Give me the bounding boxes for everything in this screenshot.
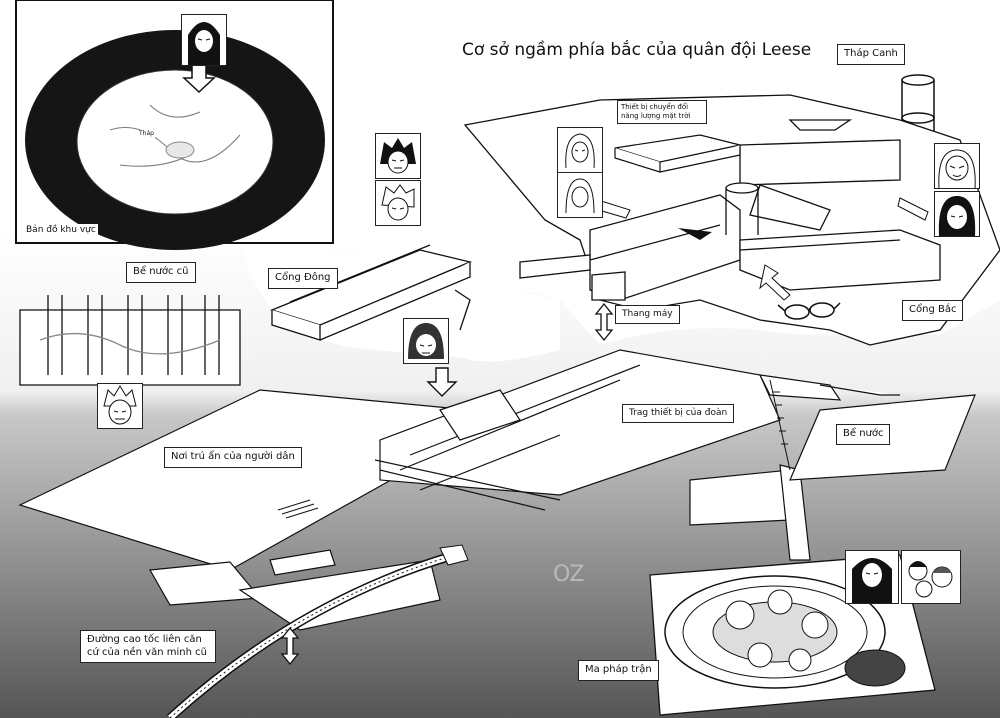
character-portrait-icon	[375, 180, 421, 226]
character-portrait-icon	[901, 550, 961, 604]
up-down-arrow-icon	[280, 626, 300, 666]
up-down-arrow-icon	[594, 302, 614, 342]
water-tank-label: Bể nước	[836, 424, 891, 445]
character-portrait-icon	[557, 127, 603, 173]
down-arrow-icon	[678, 228, 712, 240]
character-portrait-icon	[97, 383, 143, 429]
old-water-tank-drawing	[19, 295, 241, 386]
solar-converter-label: Thiết bị chuyển đổi năng lượng mặt trời	[617, 100, 707, 124]
civilian-shelter-label: Nơi trú ẩn của người dân	[164, 447, 302, 468]
glasses-icon	[777, 302, 841, 320]
page-title: Cơ sở ngầm phía bắc của quân đội Leese	[462, 40, 812, 60]
pointer-arrow-icon	[897, 197, 929, 221]
character-portrait-icon	[934, 191, 980, 237]
character-portrait-icon	[934, 143, 980, 189]
underground-tunnels	[18, 349, 976, 631]
watch-tower-label: Tháp Canh	[837, 44, 905, 65]
inset-area-map	[15, 0, 334, 250]
pointer-arrow-icon	[759, 264, 791, 301]
watermark: OZ	[553, 562, 584, 587]
old-highway-drawing	[166, 544, 469, 718]
squad-equipment-label: Trag thiết bị của đoàn	[622, 404, 735, 424]
character-portrait-icon	[181, 14, 227, 66]
down-arrow-icon	[426, 367, 458, 397]
east-gate-label: Cổng Đông	[268, 268, 338, 289]
north-gate-label: Cổng Bắc	[902, 300, 964, 321]
old-water-tank-label: Bể nước cũ	[126, 262, 196, 283]
north-complex-buildings	[519, 182, 941, 301]
magic-circle-drawing	[649, 554, 936, 716]
old-highway-label: Đường cao tốc liên căn cứ của nền văn mi…	[80, 630, 216, 663]
character-portrait-icon	[557, 172, 603, 218]
solar-converter-building	[614, 134, 741, 173]
stair-markings	[277, 379, 791, 519]
east-gate-building	[270, 244, 473, 341]
character-portrait-icon	[403, 318, 449, 364]
elevator-label: Thang máy	[615, 305, 680, 325]
magic-circle-label: Ma pháp trận	[578, 660, 659, 681]
inset-map-caption: Bản đồ khu vực	[24, 224, 98, 238]
inset-map-marker-label: Tháp	[138, 130, 155, 138]
character-portrait-icon	[845, 550, 899, 604]
character-portrait-icon	[375, 133, 421, 179]
